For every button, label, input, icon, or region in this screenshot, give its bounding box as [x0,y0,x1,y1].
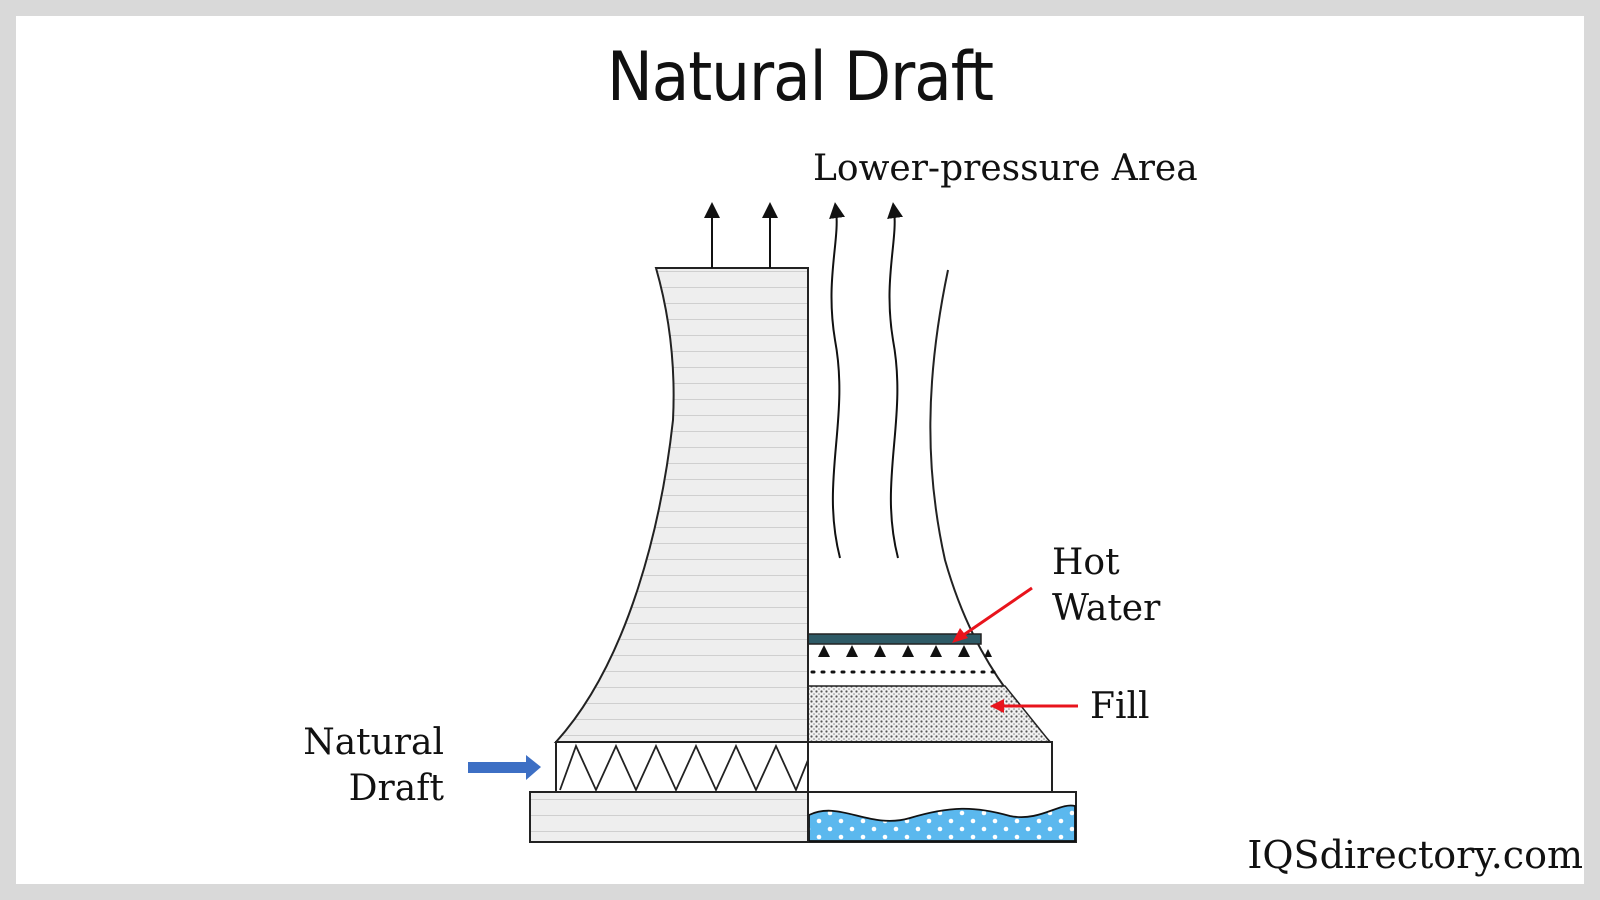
basin-left [529,791,809,843]
spray-nozzles [818,645,992,657]
hot-water-pointer-arrow [952,586,1033,643]
hot-water-label-line2: Water [1052,588,1161,629]
fill-pointer-arrow [990,699,1078,713]
fill-label: Fill [1090,686,1150,727]
tower-shell [553,267,809,743]
hot-water-label: Hot Water [1052,540,1160,632]
lower-pressure-label: Lower-pressure Area [813,148,1198,189]
natural-draft-arrow [468,755,541,780]
tower-right-outline [929,269,1051,743]
fill-media [807,685,1052,743]
hot-water-label-line1: Hot [1052,542,1120,583]
inlet-right [807,741,1053,793]
exhaust-arrows [704,202,903,559]
diagram-title: Natural Draft [606,38,994,117]
natural-draft-label: Natural Draft [260,720,444,812]
air-inlet-zigzag [559,743,809,793]
watermark: IQSdirectory.com [1247,833,1583,877]
natural-draft-label-line2: Draft [348,768,444,809]
natural-draft-label-line1: Natural [303,722,444,763]
basin-water [808,804,1076,842]
